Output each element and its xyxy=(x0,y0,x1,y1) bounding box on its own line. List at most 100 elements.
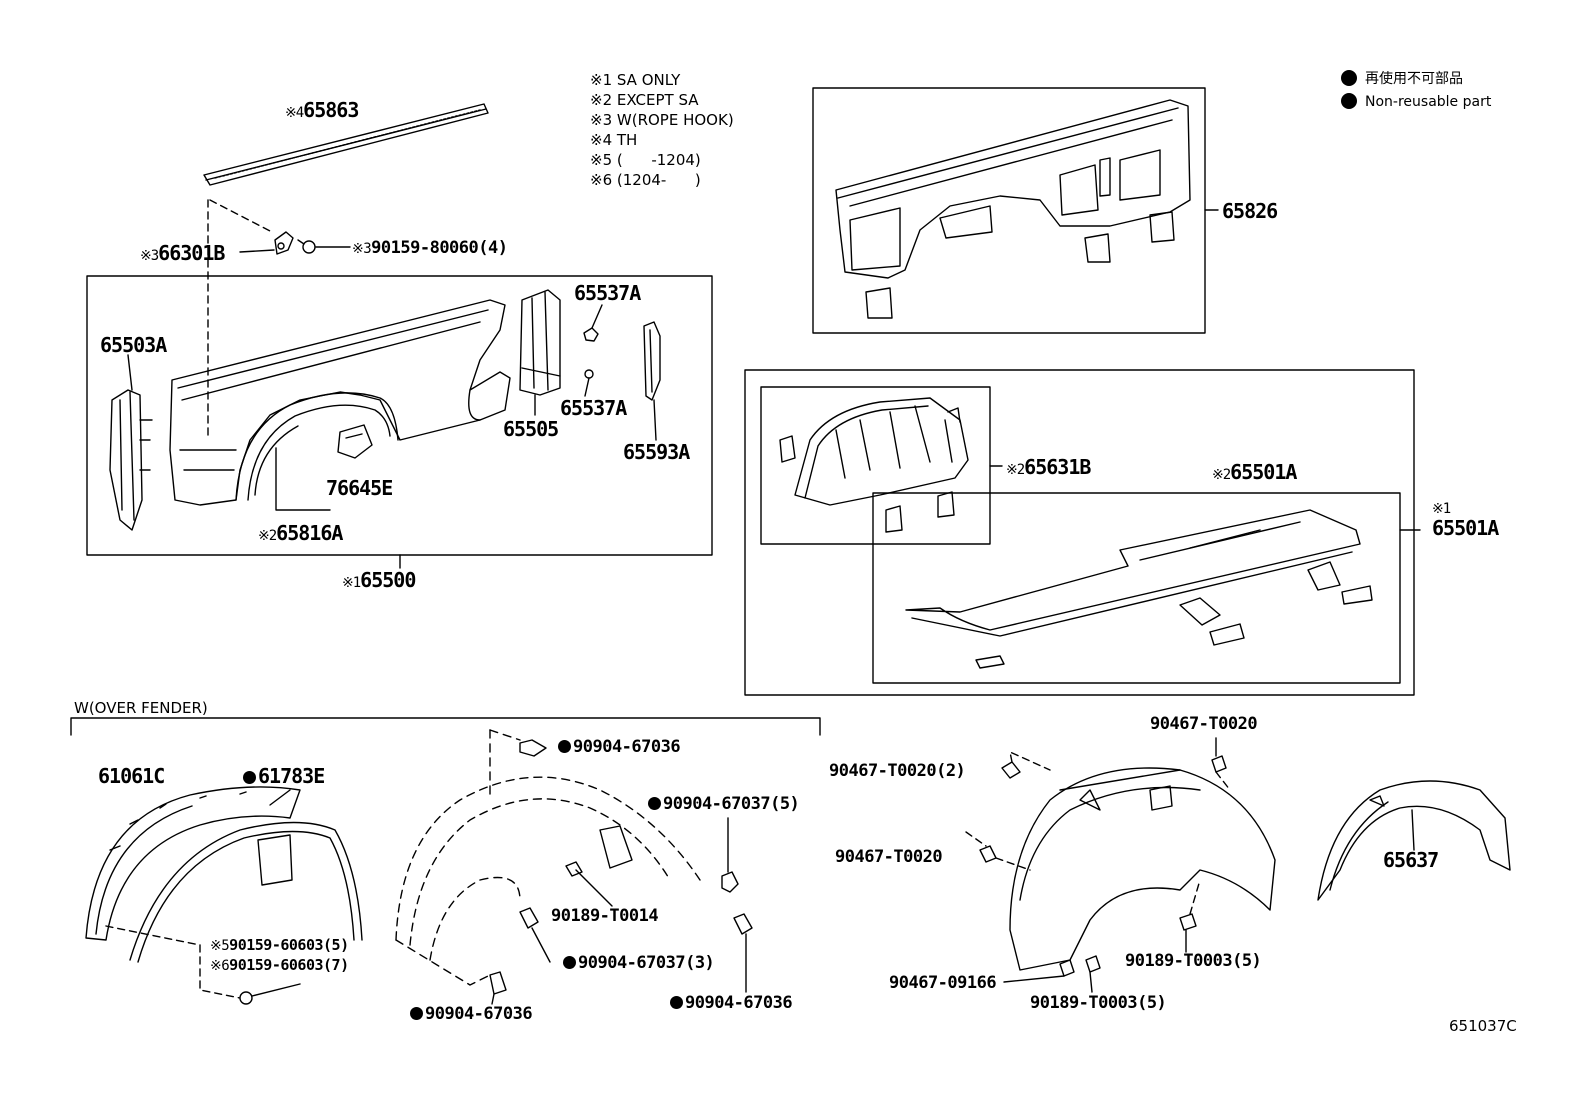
label-65863: ※465863 xyxy=(285,100,359,121)
non-reusable-dot-icon xyxy=(558,740,571,753)
part-number: 61783E xyxy=(258,764,325,788)
note-3: ※3 W(ROPE HOOK) xyxy=(590,111,734,129)
box-65501A xyxy=(872,492,1401,684)
part-61783E-moulding xyxy=(129,789,363,963)
label-65826: 65826 xyxy=(1222,199,1278,223)
part-number: 65503A xyxy=(100,333,167,357)
part-90159-60603-clip xyxy=(239,983,301,1005)
part-number: 65631B xyxy=(1024,455,1091,479)
note-mark: ※2 xyxy=(258,528,277,544)
label-90467-T0020-2: 90467-T0020(2) xyxy=(829,761,966,781)
label-65503A: 65503A xyxy=(100,333,167,357)
part-65593A xyxy=(643,321,661,441)
part-65637-mud-guard xyxy=(1317,780,1511,901)
part-number: 61061C xyxy=(98,764,165,788)
note-mark: ※5 xyxy=(210,938,230,954)
label-90467-09166: 90467-09166 xyxy=(889,973,997,993)
note-4: ※4 TH xyxy=(590,131,638,149)
label-90467-T0020-top: 90467-T0020 xyxy=(1150,714,1258,734)
label-65537A-bottom: 65537A xyxy=(560,396,627,420)
part-61061C-over-fender xyxy=(85,786,301,941)
part-number: 65826 xyxy=(1222,199,1278,223)
part-number: 90904-67037(5) xyxy=(663,794,800,814)
section-bracket xyxy=(70,717,821,736)
note-mark: ※3 xyxy=(352,241,372,257)
part-number: 90467-09166 xyxy=(889,973,997,993)
note-mark: ※1 xyxy=(342,575,361,591)
part-number: 65501A xyxy=(1230,460,1297,484)
section-label-over-fender: W(OVER FENDER) xyxy=(74,699,208,717)
label-65593A: 65593A xyxy=(623,442,690,462)
part-number: 65537A xyxy=(560,396,627,420)
note-5: ※5 ( -1204) xyxy=(590,151,701,169)
label-90904-67037-5: 90904-67037(5) xyxy=(648,794,800,814)
note-mark: ※6 xyxy=(210,958,230,974)
part-number: 65500 xyxy=(360,568,416,592)
part-65505 xyxy=(519,289,561,416)
part-number: 90904-67036 xyxy=(685,993,793,1013)
part-number: 76645E xyxy=(326,476,393,500)
legend-en: Non-reusable part xyxy=(1341,93,1491,109)
part-fender-liner-dashed xyxy=(395,729,701,986)
label-90904-67037-3: 90904-67037(3) xyxy=(563,955,715,972)
box-65826 xyxy=(812,87,1206,334)
part-number: 65637 xyxy=(1383,848,1439,872)
legend-text: Non-reusable part xyxy=(1365,94,1492,110)
part-66301B-rope-hook xyxy=(239,231,294,255)
non-reusable-dot-icon xyxy=(1341,93,1357,109)
label-90904-67036-left: 90904-67036 xyxy=(410,1006,533,1023)
label-90189-T0003-bottom: 90189-T0003(5) xyxy=(1030,993,1167,1013)
part-number: 90467-T0020 xyxy=(1150,714,1258,734)
label-90159-60603-5: ※590159-60603(5) xyxy=(210,936,349,954)
label-65501A-except-sa: ※265501A xyxy=(1212,460,1297,484)
label-65816A: ※265816A xyxy=(258,521,343,545)
non-reusable-dot-icon xyxy=(243,771,256,784)
part-number: 65501A xyxy=(1432,516,1499,541)
part-bed-side-panel xyxy=(169,299,511,506)
part-number: 90904-67036 xyxy=(573,737,681,757)
part-90159-80060-bolt xyxy=(297,239,351,254)
part-number: 65816A xyxy=(276,521,343,545)
part-65631B-wheel-house xyxy=(779,397,969,533)
note-mark: ※3 xyxy=(140,248,159,264)
label-90904-67036-top: 90904-67036 xyxy=(558,737,681,757)
fasteners-mid xyxy=(489,739,753,1005)
label-90159-80060: ※390159-80060(4) xyxy=(352,238,508,258)
box-floor xyxy=(744,369,1415,696)
label-76645E: 76645E xyxy=(326,476,393,500)
label-66301B: ※366301B xyxy=(140,243,225,264)
label-90189-T0003-right: 90189-T0003(5) xyxy=(1125,953,1262,970)
part-65503A xyxy=(109,354,153,531)
part-number: 90467-T0020 xyxy=(835,847,943,867)
part-number: 90159-60603(5) xyxy=(229,936,349,954)
label-65637: 65637 xyxy=(1383,848,1439,872)
fasteners-right xyxy=(965,737,1231,993)
non-reusable-dot-icon xyxy=(670,996,683,1009)
part-76645E xyxy=(337,424,373,459)
label-61061C: 61061C xyxy=(98,764,165,788)
note-1: ※1 SA ONLY xyxy=(590,71,681,89)
part-number: 90467-T0020(2) xyxy=(829,761,966,781)
non-reusable-dot-icon xyxy=(1341,70,1357,86)
part-number: 65537A xyxy=(574,281,641,305)
part-65826-inner-panel xyxy=(835,99,1191,319)
label-65505: 65505 xyxy=(503,417,559,441)
figure-id: 651037C xyxy=(1449,1017,1517,1035)
note-6: ※6 (1204- ) xyxy=(590,171,701,189)
label-90467-T0020-mid: 90467-T0020 xyxy=(835,847,943,867)
part-number: 90159-80060(4) xyxy=(371,238,508,258)
note-mark: ※4 xyxy=(285,105,304,121)
part-number: 65505 xyxy=(503,417,559,441)
label-90159-60603-7: ※690159-60603(7) xyxy=(210,956,349,974)
note-2: ※2 EXCEPT SA xyxy=(590,91,699,109)
legend-jp: 再使用不可部品 xyxy=(1341,70,1463,86)
part-number: 90159-60603(7) xyxy=(229,956,349,974)
part-number: 90189-T0003(5) xyxy=(1030,993,1167,1013)
legend-text: 再使用不可部品 xyxy=(1365,71,1463,87)
part-65501A-floor xyxy=(905,509,1373,669)
part-65863-rail xyxy=(203,103,489,186)
non-reusable-dot-icon xyxy=(563,956,576,969)
